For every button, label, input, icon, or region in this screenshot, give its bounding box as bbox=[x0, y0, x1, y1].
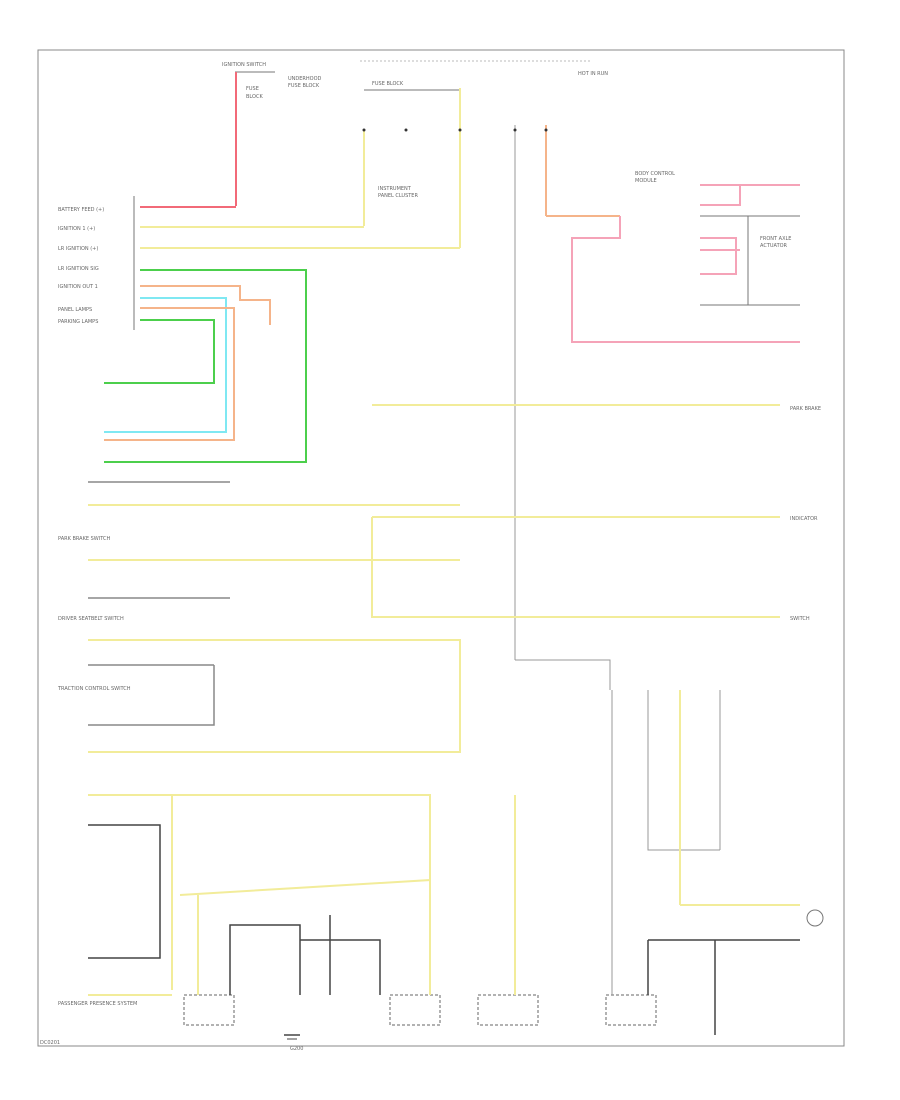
page-ref: DC0201 bbox=[40, 1040, 60, 1046]
left-input-0: BATTERY FEED (+) bbox=[58, 207, 104, 213]
fuse-block-top: FUSE BLOCK INSTRUMENT PANEL CLUSTER HOT … bbox=[362, 71, 620, 660]
diagram-frame bbox=[37, 49, 845, 1047]
passenger-presence-label: PASSENGER PRESENCE SYSTEM bbox=[58, 1001, 137, 1007]
svg-text:BLOCK: BLOCK bbox=[246, 94, 263, 100]
left-input-4: IGNITION OUT 1 bbox=[58, 284, 98, 290]
svg-text:MODULE: MODULE bbox=[635, 178, 657, 184]
park-brake-label: PARK BRAKE SWITCH bbox=[58, 536, 110, 542]
svg-text:FUSE: FUSE bbox=[246, 86, 259, 92]
left-input-6: PARKING LAMPS bbox=[58, 319, 98, 325]
left-input-2: LR IGNITION (+) bbox=[58, 246, 98, 252]
driver-seatbelt-label: DRIVER SEATBELT SWITCH bbox=[58, 616, 124, 622]
right-relay-block: BODY CONTROL MODULE FRONT AXLE ACTUATOR bbox=[571, 171, 800, 343]
left-input-stack: BATTERY FEED (+) IGNITION 1 (+) LR IGNIT… bbox=[58, 196, 460, 463]
ground-label: G200 bbox=[290, 1046, 303, 1052]
svg-text:INSTRUMENT: INSTRUMENT bbox=[378, 186, 412, 192]
svg-text:FRONT AXLE: FRONT AXLE bbox=[760, 236, 791, 242]
hot-in-run-label: HOT IN RUN bbox=[578, 71, 608, 77]
bottom-modules: G200 bbox=[183, 659, 824, 1052]
left-input-5: PANEL LAMPS bbox=[58, 307, 92, 313]
left-input-1: IGNITION 1 (+) bbox=[58, 226, 95, 232]
lower-left-block: TRACTION CONTROL SWITCH DRIVER SEATBELT … bbox=[57, 616, 461, 1007]
svg-text:FUSE BLOCK: FUSE BLOCK bbox=[288, 83, 320, 89]
fuse-block-label: FUSE BLOCK bbox=[372, 81, 404, 87]
svg-text:ACTUATOR: ACTUATOR bbox=[760, 243, 788, 249]
svg-text:PANEL CLUSTER: PANEL CLUSTER bbox=[378, 193, 418, 199]
ignition-switch-label: IGNITION SWITCH bbox=[222, 62, 266, 68]
svg-text:INDICATOR: INDICATOR bbox=[790, 516, 818, 522]
left-input-3: LR IGNITION SIG bbox=[58, 266, 99, 272]
traction-control-label: TRACTION CONTROL SWITCH bbox=[57, 686, 131, 692]
svg-text:PARK BRAKE: PARK BRAKE bbox=[790, 406, 821, 412]
svg-text:SWITCH: SWITCH bbox=[790, 616, 810, 622]
mid-yellow-buses: PARK BRAKE INDICATOR SWITCH PARK BRAKE S… bbox=[58, 404, 821, 622]
svg-text:BODY CONTROL: BODY CONTROL bbox=[635, 171, 675, 177]
svg-text:UNDERHOOD: UNDERHOOD bbox=[288, 76, 322, 82]
ignition-switch-block: IGNITION SWITCH FUSE BLOCK UNDERHOOD FUS… bbox=[222, 62, 322, 206]
